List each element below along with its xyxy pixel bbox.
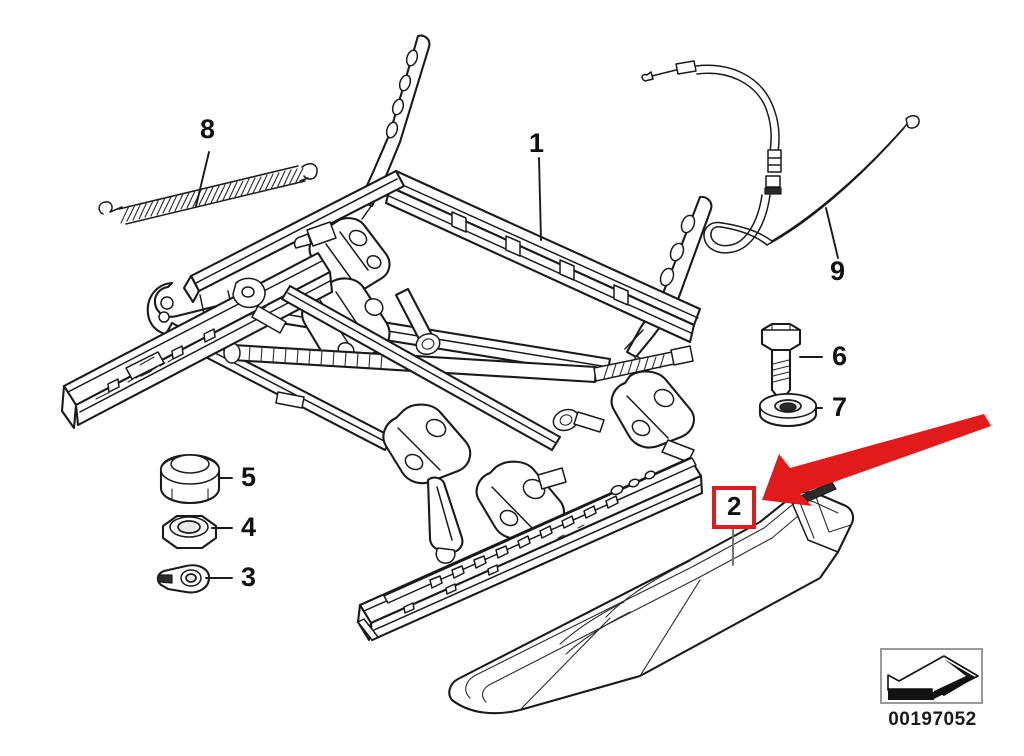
rear-right-lock	[610, 370, 695, 463]
callout-3: 3	[241, 562, 257, 592]
arrow-plate-icon	[887, 655, 979, 700]
part-number-plate: 00197052	[880, 648, 985, 731]
rear-right-knuckle	[552, 408, 605, 433]
rail-link-2	[275, 391, 305, 409]
leader-1	[538, 157, 542, 241]
callout-4: 4	[241, 512, 257, 542]
callout-5: 5	[241, 462, 257, 492]
part-6-hex-bolt	[760, 322, 802, 397]
callout-2: 2	[712, 486, 757, 529]
rail-link-1	[125, 351, 165, 380]
rail-bracket-left-front	[232, 277, 287, 334]
callout-8: 8	[200, 114, 216, 144]
rear-cross-tube	[394, 287, 441, 356]
part-number-text: 00197052	[888, 709, 977, 730]
part-5-rubber-buffer	[159, 453, 221, 505]
part-3-retaining-clip	[156, 564, 211, 594]
centre-lock-cluster	[382, 403, 472, 564]
part-2-seat-rail-cover	[448, 481, 855, 715]
callout-9: 9	[830, 256, 846, 286]
highlight-arrow	[762, 414, 991, 506]
arrow-plate-frame	[880, 648, 983, 704]
callout-6: 6	[832, 341, 848, 371]
part-7-washer	[758, 392, 818, 428]
part-4-hex-nut	[161, 514, 218, 550]
seat-rail-right	[356, 456, 704, 642]
lower-cross-member	[280, 284, 562, 452]
leader-lines	[195, 151, 839, 579]
part-8-tension-spring	[98, 163, 318, 225]
upper-seat-frame	[182, 169, 702, 344]
part-1-seat-frame-assembly	[60, 34, 713, 642]
leader-8	[195, 151, 210, 207]
part-9-bowden-cable	[641, 60, 920, 254]
callout-7: 7	[832, 392, 848, 422]
leader-9	[825, 207, 839, 259]
callout-1: 1	[529, 128, 545, 158]
